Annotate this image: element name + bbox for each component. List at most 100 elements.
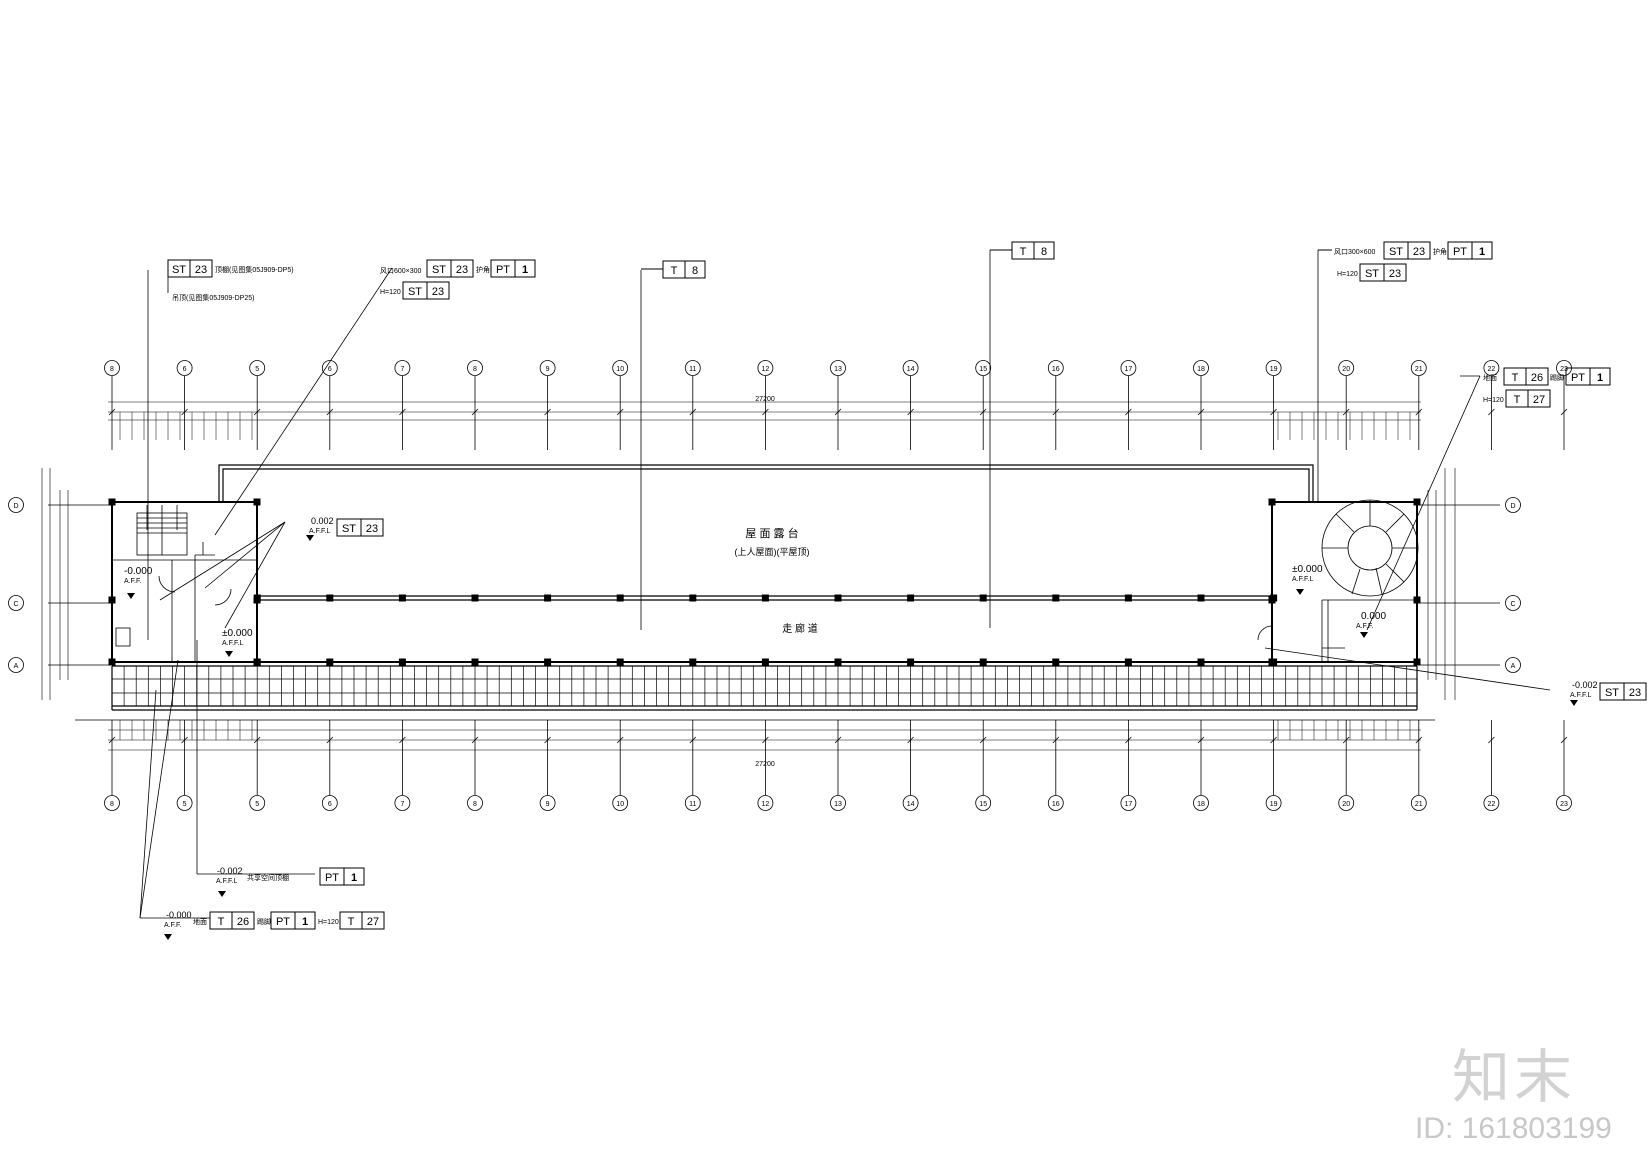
axis-label-bottom: 18: [1197, 801, 1205, 808]
axis-bubble-bottom: [1120, 795, 1137, 811]
axis-bubble-top: [1265, 360, 1282, 376]
callout-tile-b: T 8: [990, 241, 1055, 260]
callout-level: -0.002: [217, 866, 243, 876]
column: [1268, 596, 1276, 604]
callout-bottom-ceiling: -0.002 A.F.F.L 共享空间顶棚 PT 1: [216, 866, 365, 886]
callout-code: T: [1512, 372, 1519, 384]
callout-ceiling-left: ST 23 顶棚(见图集05J909-DP5) 吊顶(见图集05J909-DP2…: [167, 259, 294, 302]
axis-bubble-bottom: [467, 795, 483, 811]
callout-code2: PT: [1453, 246, 1467, 258]
axis-bubble-top: [975, 360, 992, 376]
callout-num2: 1: [1479, 246, 1485, 258]
axis-bubble-top: [394, 360, 411, 376]
level-right2: 0.000: [1361, 611, 1386, 622]
level-left-sub: A.F.F.: [124, 578, 142, 585]
callout-level-sub: A.F.F.L: [216, 878, 238, 885]
axis-label-bottom: 5: [183, 801, 187, 808]
callout-code-2: ST: [408, 286, 422, 298]
axis-label-bottom: 15: [979, 801, 987, 808]
callout-num: 1: [351, 872, 357, 884]
column: [1413, 498, 1421, 506]
callout-prefix-2: H=120: [380, 289, 401, 296]
axis-bubble-bottom: [176, 795, 193, 811]
callout-code: T: [218, 916, 225, 928]
axis-label-top: 21: [1415, 366, 1423, 373]
axis-bubble-top: [1120, 360, 1137, 376]
column: [616, 658, 624, 666]
axis-label-side: D: [1510, 503, 1515, 510]
axis-bubble-top: [539, 360, 556, 376]
column: [1268, 498, 1276, 506]
axis-label-top: 6: [183, 366, 187, 373]
leader-lines: [139, 250, 1551, 919]
column: [1197, 658, 1205, 666]
axis-bubble-top: [1483, 360, 1500, 376]
watermark-logo: 知末: [1452, 1043, 1577, 1111]
callout-level: 0.002: [311, 516, 334, 526]
column: [326, 658, 334, 666]
axis-bubble-bottom: [321, 795, 338, 811]
callout-code2: PT: [496, 264, 510, 276]
callout-level: -0.002: [1572, 680, 1598, 690]
column: [544, 594, 552, 602]
callout-code: ST: [1389, 246, 1403, 258]
column: [979, 594, 987, 602]
axis-bubble-bottom: [1265, 795, 1282, 811]
axis-label-bottom: 10: [616, 801, 624, 808]
axis-bubble-side: [8, 497, 24, 513]
axis-label-top: 20: [1342, 366, 1350, 373]
axis-bubble-top: [249, 360, 266, 376]
callout-code2: PT: [276, 916, 290, 928]
axis-label-top: 16: [1052, 366, 1060, 373]
callout-prefix-2: H=120: [1337, 271, 1358, 278]
structural-columns: [108, 498, 1421, 666]
axis-label-bottom: 11: [689, 801, 696, 808]
axis-bubble-bottom: [249, 795, 266, 811]
callout-note-2: 吊顶(见图集05J909-DP25): [172, 293, 254, 302]
axis-label-bottom: 23: [1560, 801, 1568, 808]
axis-label-bottom: 8: [110, 801, 114, 808]
axis-label-bottom: 6: [328, 801, 332, 808]
callout-mid: 踢脚: [257, 917, 271, 926]
left-core-stair: [112, 505, 257, 662]
callout-num: 23: [1629, 687, 1641, 699]
axis-label-bottom: 14: [907, 801, 915, 808]
callout-vent-left: 风口600×300 ST 23 护角 PT 1 H=120 ST 23: [380, 259, 536, 300]
column: [979, 658, 987, 666]
roof-subtitle: (上人屋面)(平屋顶): [735, 547, 810, 557]
axis-label-top: 23: [1560, 366, 1568, 373]
callout-num: 8: [692, 265, 698, 277]
callout-level-right: -0.002 A.F.F.L ST 23: [1570, 680, 1647, 701]
axis-bubble-bottom: [902, 795, 919, 811]
axis-label-top: 17: [1125, 366, 1133, 373]
callout-floor-right: 地面 T 26 踢脚 PT 1 H=120 T 27: [1483, 367, 1611, 408]
level-right2-sub: A.F.F.: [1356, 623, 1374, 630]
axis-label-bottom: 13: [834, 801, 842, 808]
callout-prefix: 地面: [1483, 373, 1497, 382]
column: [689, 594, 697, 602]
callout-num: 8: [1041, 246, 1047, 258]
axis-bubble-top: [830, 360, 846, 376]
axis-grid: 8865556677889910101111121213131414151516…: [8, 360, 1572, 811]
axis-label-top: 19: [1270, 366, 1278, 373]
axis-label-bottom: 21: [1415, 801, 1423, 808]
axis-bubble-bottom: [394, 795, 411, 811]
callout-num: 26: [1531, 372, 1543, 384]
axis-bubble-bottom: [975, 795, 992, 811]
column: [907, 594, 915, 602]
axis-label-side: C: [13, 601, 18, 608]
callout-mid: 护角: [476, 265, 490, 274]
column: [544, 658, 552, 666]
column: [326, 594, 334, 602]
axis-bubble-side: [1505, 497, 1521, 513]
callout-num: 23: [195, 264, 207, 276]
axis-bubble-top: [1047, 360, 1064, 376]
callout-level-sub: A.F.F.: [164, 922, 182, 929]
callout-bottom-floor: -0.000 A.F.F. 地面 T 26 踢脚 PT 1 H=120 T 27: [164, 910, 385, 930]
level-right-sub: A.F.F.L: [1292, 576, 1314, 583]
axis-bubble-top: [612, 360, 629, 376]
dim-total-top: 27200: [755, 396, 775, 403]
column: [689, 658, 697, 666]
corridor-label: 走 廊 道: [782, 622, 818, 635]
right-core-spiral-stair: [1257, 499, 1419, 662]
